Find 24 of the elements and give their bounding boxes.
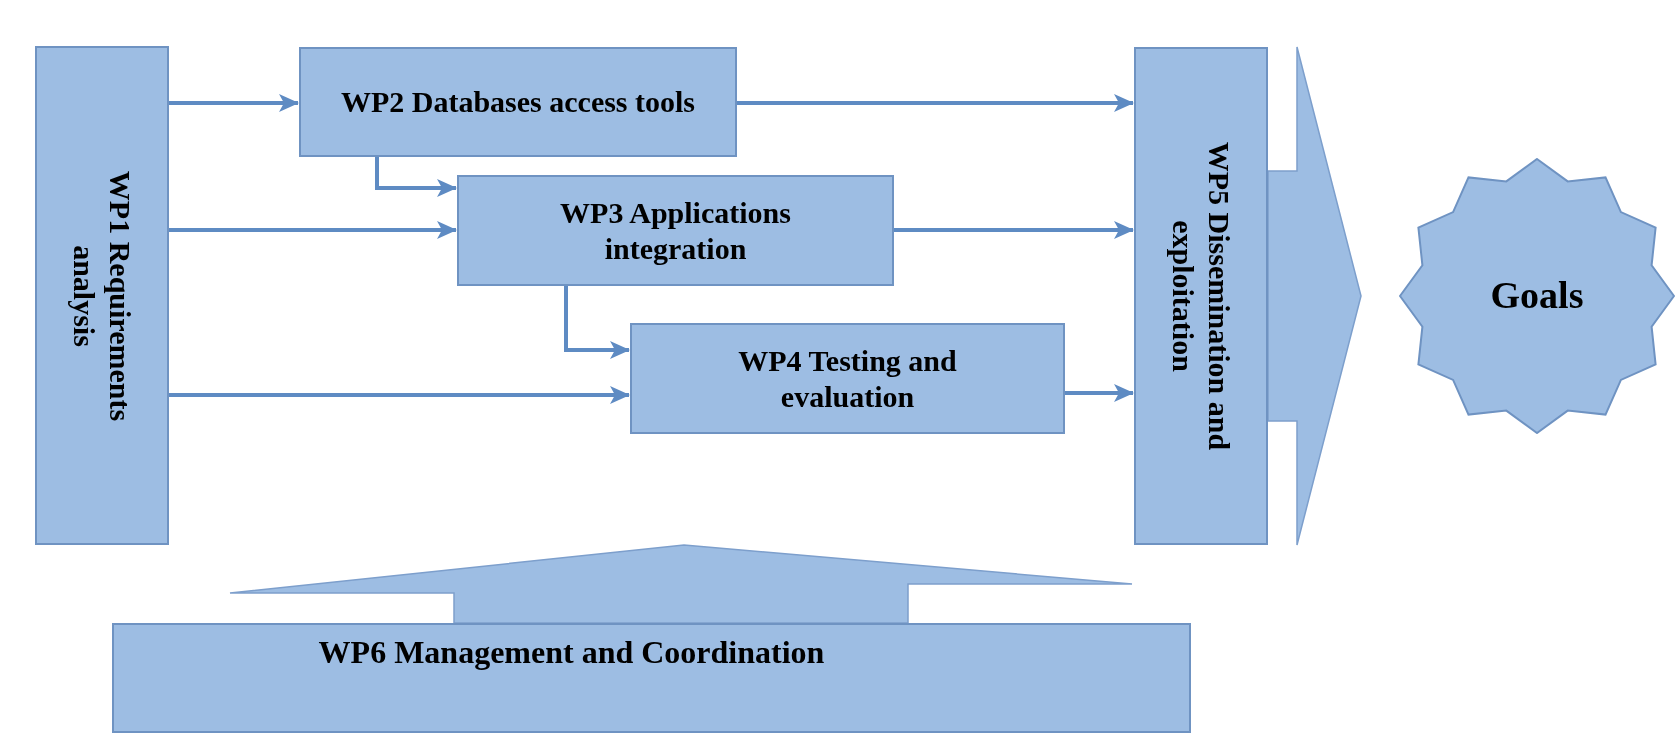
arrow bbox=[169, 386, 630, 404]
block-arrow bbox=[1267, 46, 1362, 546]
work-package-box bbox=[35, 46, 169, 545]
arrow bbox=[737, 94, 1134, 112]
node-label: WP3 Applications integration bbox=[559, 194, 792, 267]
work-package-box bbox=[630, 323, 1065, 434]
arrow bbox=[894, 221, 1134, 239]
node-label: Goals bbox=[1490, 273, 1584, 319]
block-arrow bbox=[229, 544, 1133, 624]
goal-star bbox=[1399, 158, 1675, 434]
arrow bbox=[375, 157, 457, 197]
work-package-box bbox=[457, 175, 894, 286]
work-package-box bbox=[299, 47, 737, 157]
work-package-box bbox=[1134, 47, 1268, 545]
management-band bbox=[112, 623, 1191, 733]
node-label: WP6 Management and Coordination bbox=[318, 633, 825, 672]
node-label: WP2 Databases access tools bbox=[340, 84, 696, 120]
arrow bbox=[564, 286, 630, 359]
arrow bbox=[1065, 384, 1134, 402]
node-label: WP4 Testing and evaluation bbox=[737, 342, 958, 415]
node-label: WP1 Requirements analysis bbox=[67, 169, 138, 423]
arrow bbox=[169, 94, 299, 112]
arrow bbox=[169, 221, 457, 239]
node-label: WP5 Dissemination and exploitation bbox=[1166, 140, 1237, 453]
